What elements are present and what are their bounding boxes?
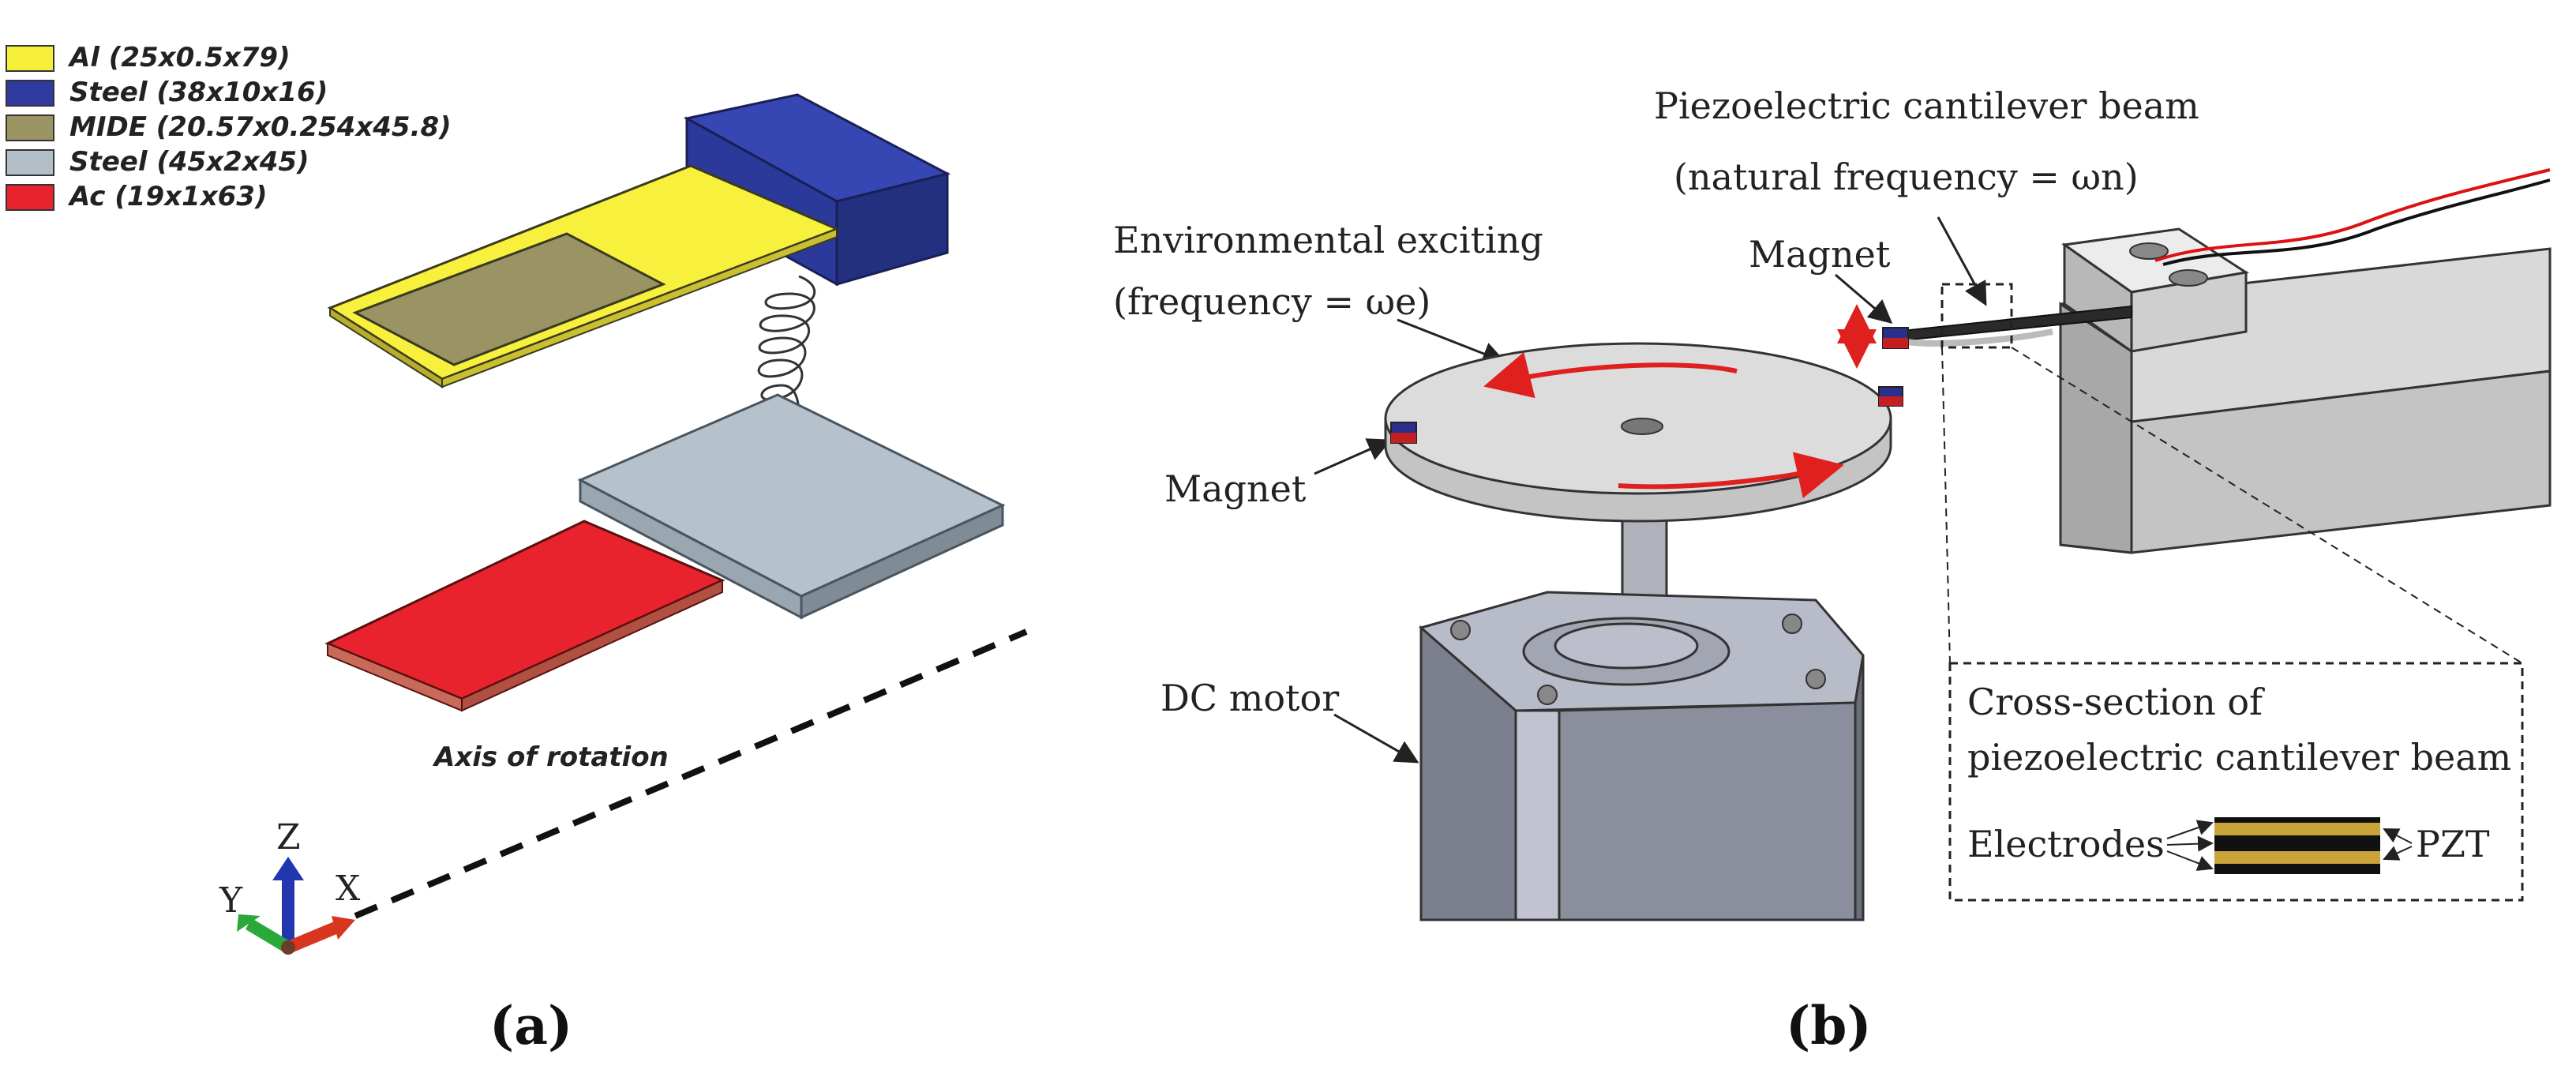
electrode-arrow-1 xyxy=(2166,820,2214,839)
electrodes-label: Electrodes xyxy=(1967,823,2165,865)
beam-leader-arrow xyxy=(1937,216,1987,306)
zoom-line-right xyxy=(2011,347,2523,664)
pzt-layer-bottom xyxy=(2214,851,2380,864)
zoom-line-left xyxy=(1941,347,1951,664)
layer-stack xyxy=(2166,817,2413,874)
cantilever-beam xyxy=(1837,304,2132,369)
electrode-arrow-3 xyxy=(2166,850,2214,871)
x-axis-arrow xyxy=(285,921,339,954)
rotation-arrow-bottom xyxy=(1618,452,1844,498)
magnet-top-label: Magnet xyxy=(1749,233,1891,276)
magnet-left-leader-arrow xyxy=(1314,438,1392,475)
cross-section-title-2: piezoelectric cantilever beam xyxy=(1967,736,2511,779)
axis-triad: Z Y X xyxy=(219,817,361,955)
excite-leader-arrow xyxy=(1397,318,1506,366)
caption-a: (a) xyxy=(489,995,572,1056)
beam-clamp-housing xyxy=(2059,168,2552,554)
legend-label-steel-block: Steel (38x10x16) xyxy=(69,77,328,108)
legend-label-mide: MIDE (20.57x0.254x45.8) xyxy=(69,111,452,143)
spring xyxy=(757,275,816,494)
dc-motor xyxy=(1418,591,1865,921)
pzt-arrow-2 xyxy=(2383,846,2413,861)
legend-label-ac: Ac (19x1x63) xyxy=(67,181,267,212)
al-beam xyxy=(327,164,840,388)
mide-patch xyxy=(352,232,666,366)
pzt-label: PZT xyxy=(2416,823,2490,865)
rotation-arrow-top xyxy=(1483,351,1738,399)
axis-of-rotation-label: Axis of rotation xyxy=(432,741,669,773)
x-axis-arrowhead xyxy=(332,916,355,940)
z-axis-label: Z xyxy=(276,817,301,857)
motor-label: DC motor xyxy=(1161,677,1339,719)
y-axis-arrow xyxy=(245,918,292,953)
axis-of-rotation-line xyxy=(354,629,1028,919)
steel-plate xyxy=(577,393,1006,620)
legend-swatch-ac xyxy=(6,184,54,211)
legend-swatch-steel-plate xyxy=(6,149,54,176)
pzt-arrow-1 xyxy=(2383,828,2413,844)
legend-swatch-steel-block xyxy=(6,80,54,107)
magnet-left-label: Magnet xyxy=(1164,467,1307,510)
disk-center-hole xyxy=(1621,418,1663,435)
y-axis-label: Y xyxy=(219,880,243,921)
ac-beam xyxy=(324,520,726,712)
legend-swatch-al xyxy=(6,45,54,72)
rotating-disk xyxy=(1384,342,1903,523)
cross-section-title-1: Cross-section of xyxy=(1967,681,2265,723)
y-axis-arrowhead xyxy=(237,914,261,932)
wire-red xyxy=(2154,168,2551,262)
wire-black xyxy=(2162,178,2551,266)
legend: Al (25x0.5x79) Steel (38x10x16) MIDE (20… xyxy=(6,42,452,212)
triad-origin xyxy=(281,940,295,955)
beam-title: Piezoelectric cantilever beam xyxy=(1654,84,2199,127)
caption-b: (b) xyxy=(1786,995,1872,1056)
beam-frequency: (natural frequency = ωn) xyxy=(1674,156,2139,198)
excite-title: Environmental exciting xyxy=(1113,219,1543,261)
x-axis-label: X xyxy=(336,869,361,909)
legend-label-steel-plate: Steel (45x2x45) xyxy=(69,146,309,178)
legend-swatch-mide xyxy=(6,114,54,141)
motor-leader-arrow xyxy=(1333,713,1419,764)
z-axis-arrowhead xyxy=(272,857,304,880)
legend-label-al: Al (25x0.5x79) xyxy=(67,42,291,73)
pzt-layer-top xyxy=(2214,823,2380,835)
magnet-top-leader-arrow xyxy=(1835,273,1893,324)
zoom-box xyxy=(1940,283,2013,349)
panel-a: Al (25x0.5x79) Steel (38x10x16) MIDE (20… xyxy=(6,42,1028,1056)
excite-frequency: (frequency = ωe) xyxy=(1113,280,1430,323)
electrode-arrow-2 xyxy=(2166,835,2214,852)
panel-b: Piezoelectric cantilever beam (natural f… xyxy=(1113,84,2552,1056)
